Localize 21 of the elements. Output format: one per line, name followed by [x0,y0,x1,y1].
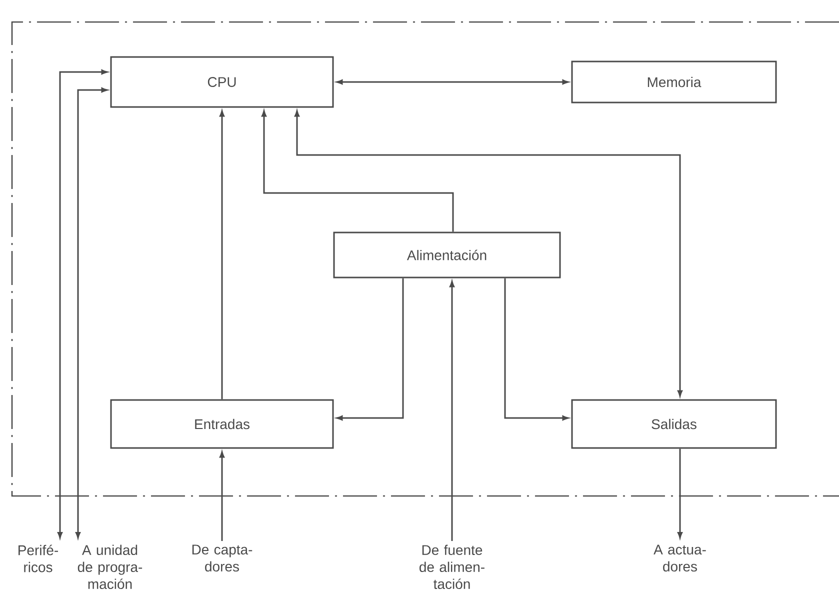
block-box: Alimentación [333,232,561,278]
arrow [261,110,454,232]
block-box: Memoria [571,60,777,104]
signal-label: A actua- dores [654,544,706,572]
block-box: Entradas [110,399,334,449]
arrow [450,280,455,541]
block-box: Salidas [571,399,777,449]
arrow [294,110,683,397]
block-box: CPU [110,56,334,108]
signal-label: A unidad de progra- mación [78,544,142,590]
arrow [219,451,225,541]
signal-label: De capta- dores [192,544,252,572]
arrow [336,278,404,421]
arrow [677,448,683,538]
arrow [336,79,569,85]
signal-label: De fuente de alimen- tación [420,544,484,590]
arrow [57,70,108,538]
arrow [504,278,569,421]
arrow [75,88,108,538]
arrow [219,110,225,400]
signal-label: Perifé- ricos [18,544,58,572]
